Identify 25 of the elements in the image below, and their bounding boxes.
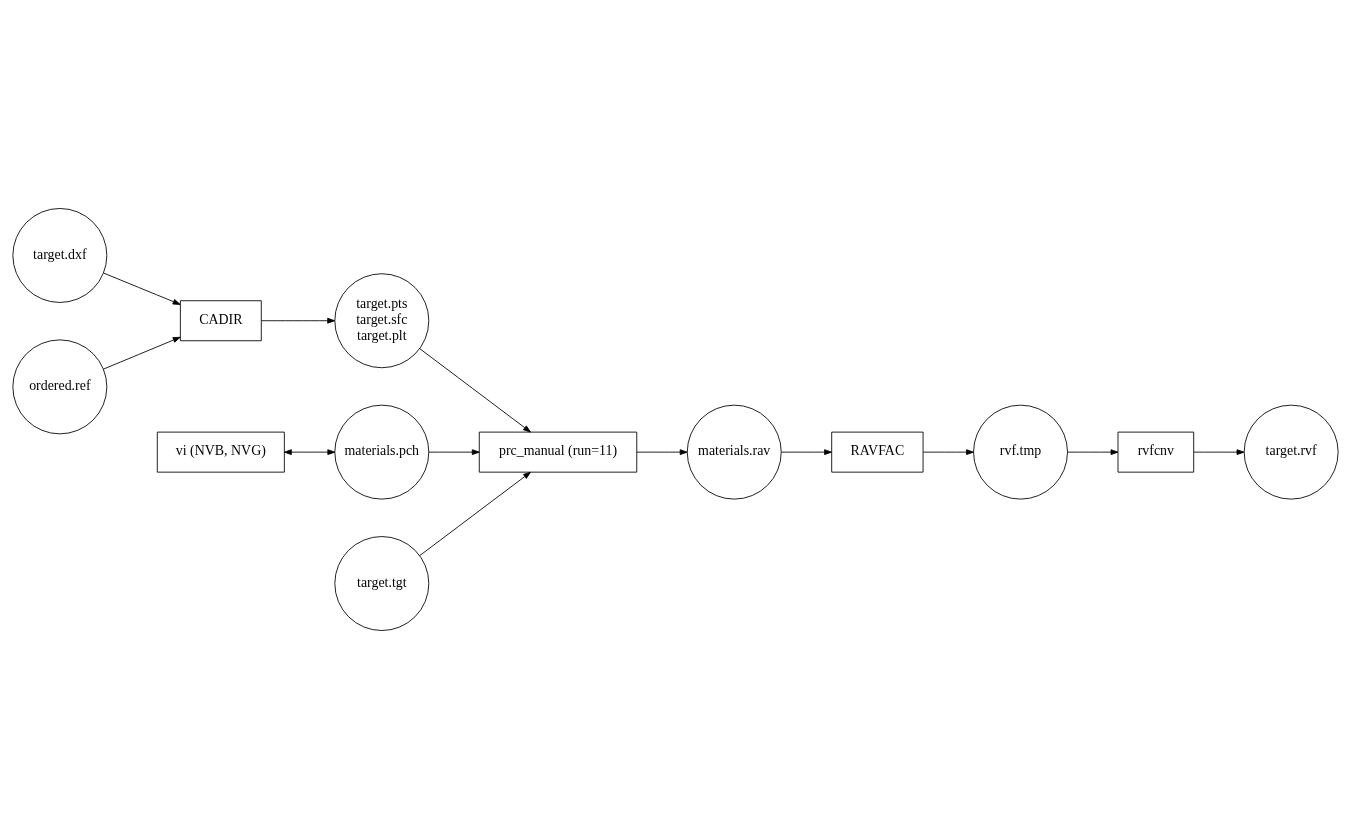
- node-box: rvfcnv: [1117, 431, 1195, 473]
- arrow: [1067, 449, 1119, 455]
- arrow: [922, 449, 974, 455]
- node-circle: target.dxf: [12, 208, 108, 303]
- node-box: RAVFAC: [831, 431, 924, 473]
- node-box: vi (NVB, NVG): [156, 431, 285, 473]
- arrow: [102, 336, 181, 370]
- node-circle: target.pts target.sfc target.plt: [334, 273, 430, 369]
- node-box: CADIR: [179, 300, 262, 342]
- arrow: [261, 317, 336, 324]
- node-circle: materials.rav: [686, 404, 782, 500]
- node-circle: rvf.tmp: [973, 404, 1068, 500]
- node-circle: target.rvf: [1243, 404, 1339, 500]
- arrow: [1193, 449, 1245, 455]
- arrow: [283, 449, 336, 455]
- node-circle: ordered.ref: [12, 339, 108, 435]
- arrow: [636, 449, 688, 455]
- node-box: prc_manual (run=11): [478, 431, 638, 473]
- arrow: [428, 449, 480, 455]
- arrow: [419, 471, 531, 557]
- arrow: [780, 449, 832, 455]
- node-circle: target.tgt: [334, 536, 430, 631]
- arrow: [103, 272, 181, 305]
- arrow: [419, 348, 531, 433]
- node-circle: materials.pch: [334, 404, 430, 500]
